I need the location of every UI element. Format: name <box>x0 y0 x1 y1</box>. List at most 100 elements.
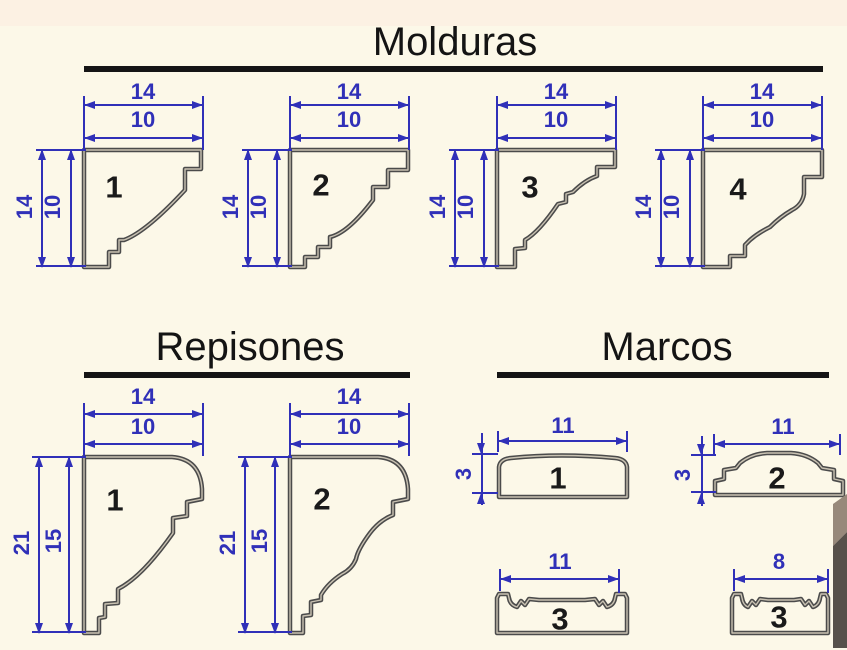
dimension-width-inner <box>290 134 409 142</box>
extension-line <box>655 265 705 267</box>
profile-number: 3 <box>770 599 788 635</box>
extension-line <box>202 96 204 150</box>
moldura-2-outline <box>287 147 411 270</box>
dimension-height-inner <box>271 456 279 634</box>
moldura-3-outline <box>494 147 618 270</box>
extension-line <box>827 569 829 593</box>
dimension-width <box>500 575 619 583</box>
dimension-label: 14 <box>543 79 569 104</box>
dimension-width-total <box>703 101 822 109</box>
extension-line <box>691 491 716 493</box>
repison-2-outline <box>287 454 411 636</box>
marco-2-outline <box>712 450 846 498</box>
marcos-title: Marcos <box>601 325 733 369</box>
dimension-label: 3 <box>670 468 695 482</box>
dimension-label: 10 <box>40 194 65 220</box>
extension-line <box>36 149 86 151</box>
dimension-width <box>714 440 840 448</box>
dimension-label: 14 <box>218 194 243 220</box>
extension-line <box>702 96 704 150</box>
dimension-width <box>498 437 627 445</box>
molduras-title: Molduras <box>372 20 538 64</box>
moldura-4-outline <box>700 147 825 270</box>
extension-line <box>472 492 498 494</box>
dimension-label: 14 <box>12 194 37 220</box>
extension-line <box>655 149 705 151</box>
profile-number: 1 <box>106 482 124 518</box>
profile-number: 1 <box>549 460 567 496</box>
dimension-label: 14 <box>336 384 362 409</box>
wood-photo-corner <box>833 494 847 648</box>
dimension-arrow <box>477 493 485 504</box>
dimension-label: 10 <box>336 414 362 439</box>
extension-line <box>238 456 292 458</box>
dimension-height-total <box>35 456 43 634</box>
dimension-arrow <box>477 443 485 454</box>
dimension-label: 14 <box>130 79 156 104</box>
dimension-height-line <box>481 433 483 505</box>
extension-line <box>618 569 620 593</box>
dimension-label: 10 <box>543 107 569 132</box>
dimension-height-inner <box>65 456 73 634</box>
dimension-label: 10 <box>453 194 478 220</box>
dimension-label: 15 <box>41 528 66 554</box>
repisones-title: Repisones <box>155 325 345 369</box>
dimension-label: 21 <box>9 530 34 556</box>
profile-number: 2 <box>312 167 330 203</box>
dimension-label: 14 <box>749 79 775 104</box>
dimension-label: 10 <box>336 107 362 132</box>
dimension-width-total <box>497 101 616 109</box>
extension-line <box>496 96 498 150</box>
dimension-height-total <box>451 149 459 268</box>
extension-line <box>238 631 292 633</box>
dimension-label: 10 <box>130 414 156 439</box>
extension-line <box>691 454 716 456</box>
marco-1-outline <box>496 453 630 500</box>
dimension-label: 10 <box>659 194 684 220</box>
dimension-label: 15 <box>247 528 272 554</box>
profile-number: 3 <box>551 601 569 637</box>
dimension-label: 8 <box>772 549 786 574</box>
dimension-label: 10 <box>749 107 775 132</box>
dimension-height-total <box>241 456 249 634</box>
dimension-height-inner <box>273 149 281 268</box>
dimension-label: 11 <box>551 413 575 438</box>
extension-line <box>289 403 291 456</box>
extension-line <box>242 149 292 151</box>
dimension-width-inner <box>497 134 616 142</box>
dimension-width-total <box>84 101 203 109</box>
dimension-height-inner <box>67 149 75 268</box>
dimension-width <box>734 575 828 583</box>
dimension-height-total <box>38 149 46 268</box>
marcos-underline <box>497 372 829 378</box>
dimension-label: 3 <box>451 467 476 481</box>
extension-line <box>32 631 86 633</box>
dimension-label: 10 <box>130 107 156 132</box>
background-top-band <box>0 0 847 26</box>
extension-line <box>202 403 204 456</box>
extension-line <box>472 453 498 455</box>
extension-line <box>839 434 841 455</box>
extension-line <box>408 96 410 150</box>
profile-number: 2 <box>313 481 331 517</box>
dimension-width-inner <box>703 134 822 142</box>
dimension-label: 11 <box>548 549 572 574</box>
extension-line <box>32 456 86 458</box>
molduras-underline <box>84 66 823 72</box>
dimension-height-total <box>657 149 665 268</box>
profile-number: 1 <box>105 169 123 205</box>
profile-number: 4 <box>729 171 747 207</box>
dimension-label: 14 <box>130 384 156 409</box>
dimension-height-inner <box>686 149 694 268</box>
dimension-width-inner <box>84 440 203 448</box>
dimension-width-total <box>290 410 409 418</box>
repisones-underline <box>84 372 410 378</box>
dimension-height-total <box>244 149 252 268</box>
extension-line <box>626 431 628 452</box>
extension-line <box>36 265 86 267</box>
extension-line <box>242 265 292 267</box>
extension-line <box>289 96 291 150</box>
dimension-label: 14 <box>425 194 450 220</box>
dimension-label: 14 <box>336 79 362 104</box>
